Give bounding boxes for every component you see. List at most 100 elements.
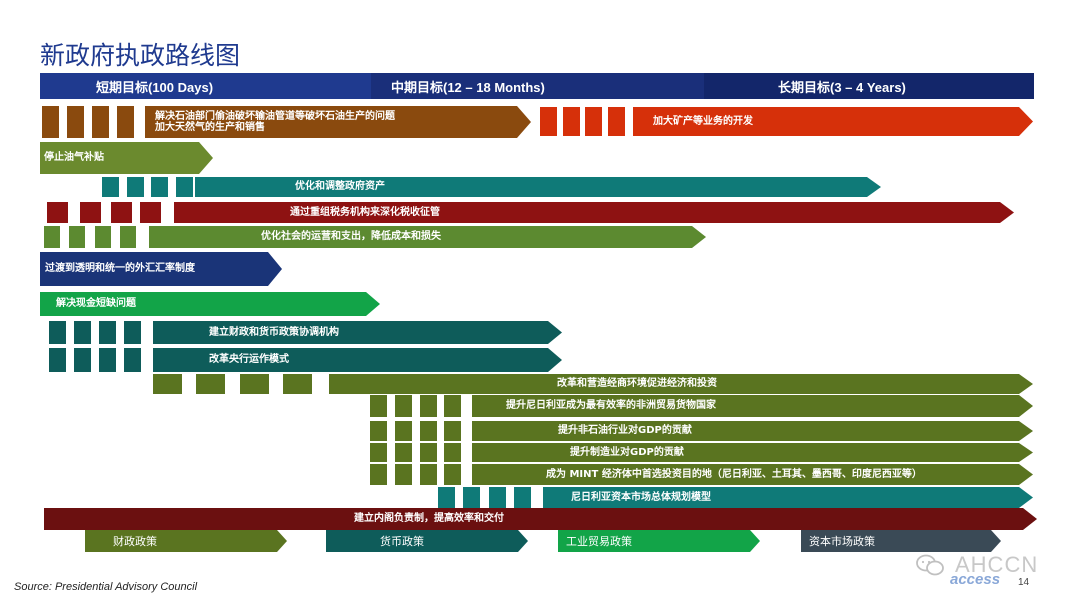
policy-category-label: 工业贸易政策 bbox=[566, 535, 632, 548]
business-environment-initiative-milestone-3 bbox=[240, 374, 269, 394]
mining-initiative-milestone-4 bbox=[608, 107, 625, 136]
central-bank-reform-initiative-milestone-3 bbox=[99, 348, 116, 372]
mint-investment-initiative-milestone-3 bbox=[420, 464, 437, 485]
policy-coordination-initiative-milestone-2 bbox=[74, 321, 91, 344]
manufacturing-gdp-initiative-milestone-1 bbox=[370, 443, 387, 462]
trade-efficiency-initiative-milestone-4 bbox=[444, 395, 461, 417]
policy-category-2: 货币政策 bbox=[326, 530, 528, 552]
policy-coordination-initiative-label: 建立财政和货币政策协调机构 bbox=[209, 326, 339, 338]
tax-reform-initiative-milestone-3 bbox=[111, 202, 132, 223]
trade-efficiency-initiative-label: 提升尼日利亚成为最有效率的非洲贸易货物国家 bbox=[506, 400, 716, 412]
manufacturing-gdp-initiative-milestone-2 bbox=[395, 443, 412, 462]
wechat-icon bbox=[916, 554, 944, 576]
source-note: Source: Presidential Advisory Council bbox=[14, 581, 198, 593]
page-title: 新政府执政路线图 bbox=[40, 41, 241, 70]
capital-market-initiative-milestone-3 bbox=[489, 487, 506, 508]
phase-long-term: 长期目标(3 – 4 Years) bbox=[704, 73, 1034, 99]
trade-efficiency-initiative-milestone-3 bbox=[420, 395, 437, 417]
central-bank-reform-initiative-label: 改革央行运作模式 bbox=[209, 354, 289, 366]
mining-initiative-label: 加大矿产等业务的开发 bbox=[653, 115, 753, 127]
phase-mid-term: 中期目标(12 – 18 Months) bbox=[371, 73, 704, 99]
capital-market-initiative-milestone-1 bbox=[438, 487, 455, 508]
watermark-text: AHCCN bbox=[955, 552, 1039, 577]
policy-coordination-initiative-milestone-4 bbox=[124, 321, 141, 344]
central-bank-reform-initiative-milestone-1 bbox=[49, 348, 66, 372]
policy-category-3: 工业贸易政策 bbox=[558, 530, 760, 552]
non-oil-gdp-initiative-milestone-1 bbox=[370, 421, 387, 441]
business-environment-initiative-milestone-1 bbox=[153, 374, 182, 394]
mint-investment-initiative-milestone-2 bbox=[395, 464, 412, 485]
oil-theft-initiative-milestone-3 bbox=[92, 106, 109, 138]
mining-initiative-milestone-3 bbox=[585, 107, 602, 136]
manufacturing-gdp-initiative-milestone-3 bbox=[420, 443, 437, 462]
trade-efficiency-initiative-milestone-1 bbox=[370, 395, 387, 417]
mining-initiative-milestone-1 bbox=[540, 107, 557, 136]
non-oil-gdp-initiative-milestone-3 bbox=[420, 421, 437, 441]
social-spending-initiative-milestone-2 bbox=[69, 226, 85, 248]
social-spending-initiative-label: 优化社会的运营和支出，降低成本和损失 bbox=[261, 231, 441, 243]
mint-investment-initiative-milestone-1 bbox=[370, 464, 387, 485]
mint-investment-initiative-bar: 成为 MINT 经济体中首选投资目的地（尼日利亚、土耳其、墨西哥、印度尼西亚等） bbox=[472, 464, 1033, 485]
manufacturing-gdp-initiative-bar: 提升制造业对GDP的贡献 bbox=[472, 443, 1033, 462]
social-spending-initiative-milestone-4 bbox=[120, 226, 136, 248]
non-oil-gdp-initiative-milestone-2 bbox=[395, 421, 412, 441]
mining-initiative-bar: 加大矿产等业务的开发 bbox=[633, 107, 1033, 136]
government-assets-initiative-milestone-4 bbox=[176, 177, 193, 197]
access-logo-text: access bbox=[950, 571, 1001, 588]
subsidy-initiative-label: 停止油气补贴 bbox=[44, 152, 104, 164]
government-assets-initiative-milestone-3 bbox=[151, 177, 168, 197]
subsidy-initiative-bar: 停止油气补贴 bbox=[40, 142, 213, 174]
social-spending-initiative-milestone-3 bbox=[95, 226, 111, 248]
non-oil-gdp-initiative-bar: 提升非石油行业对GDP的贡献 bbox=[472, 421, 1033, 441]
policy-category-label: 货币政策 bbox=[380, 535, 424, 548]
policy-category-label: 财政政策 bbox=[113, 535, 157, 548]
tax-reform-initiative-milestone-2 bbox=[80, 202, 101, 223]
central-bank-reform-initiative-milestone-2 bbox=[74, 348, 91, 372]
cash-shortage-initiative-label: 解决现金短缺问题 bbox=[56, 298, 136, 310]
non-oil-gdp-initiative-milestone-4 bbox=[444, 421, 461, 441]
cabinet-accountability-initiative-label: 建立内阁负责制，提高效率和交付 bbox=[354, 513, 504, 525]
government-assets-initiative-label: 优化和调整政府资产 bbox=[295, 181, 385, 193]
cash-shortage-initiative-bar: 解决现金短缺问题 bbox=[40, 292, 380, 316]
capital-market-initiative-label: 尼日利亚资本市场总体规划模型 bbox=[571, 491, 711, 503]
capital-market-initiative-milestone-2 bbox=[463, 487, 480, 508]
social-spending-initiative-milestone-1 bbox=[44, 226, 60, 248]
government-assets-initiative-bar: 优化和调整政府资产 bbox=[195, 177, 881, 197]
central-bank-reform-initiative-milestone-4 bbox=[124, 348, 141, 372]
fx-regime-initiative-bar: 过渡到透明和统一的外汇汇率制度 bbox=[40, 252, 282, 286]
fx-regime-initiative-label: 过渡到透明和统一的外汇汇率制度 bbox=[45, 263, 195, 275]
manufacturing-gdp-initiative-milestone-4 bbox=[444, 443, 461, 462]
cabinet-accountability-initiative-bar: 建立内阁负责制，提高效率和交付 bbox=[44, 508, 1037, 530]
phase-short-term: 短期目标(100 Days) bbox=[40, 73, 371, 99]
trade-efficiency-initiative-bar: 提升尼日利亚成为最有效率的非洲贸易货物国家 bbox=[472, 395, 1033, 417]
capital-market-initiative-bar: 尼日利亚资本市场总体规划模型 bbox=[543, 487, 1033, 508]
policy-coordination-initiative-milestone-1 bbox=[49, 321, 66, 344]
policy-category-1: 财政政策 bbox=[85, 530, 287, 552]
business-environment-initiative-milestone-2 bbox=[196, 374, 225, 394]
central-bank-reform-initiative-bar: 改革央行运作模式 bbox=[153, 348, 562, 372]
business-environment-initiative-milestone-4 bbox=[283, 374, 312, 394]
page-number: 14 bbox=[1018, 577, 1030, 588]
manufacturing-gdp-initiative-label: 提升制造业对GDP的贡献 bbox=[570, 446, 684, 458]
policy-category-label: 资本市场政策 bbox=[809, 535, 875, 548]
oil-theft-initiative-bar: 解决石油部门偷油破坏输油管道等破坏石油生产的问题加大天然气的生产和销售 bbox=[145, 106, 531, 138]
tax-reform-initiative-milestone-4 bbox=[140, 202, 161, 223]
capital-market-initiative-milestone-4 bbox=[514, 487, 531, 508]
business-environment-initiative-bar: 改革和营造经商环境促进经济和投资 bbox=[329, 374, 1033, 394]
trade-efficiency-initiative-milestone-2 bbox=[395, 395, 412, 417]
social-spending-initiative-bar: 优化社会的运营和支出，降低成本和损失 bbox=[149, 226, 706, 248]
policy-category-4: 资本市场政策 bbox=[801, 530, 1001, 552]
policy-coordination-initiative-milestone-3 bbox=[99, 321, 116, 344]
policy-coordination-initiative-bar: 建立财政和货币政策协调机构 bbox=[153, 321, 562, 344]
mint-investment-initiative-milestone-4 bbox=[444, 464, 461, 485]
oil-theft-initiative-milestone-4 bbox=[117, 106, 134, 138]
mint-investment-initiative-label: 成为 MINT 经济体中首选投资目的地（尼日利亚、土耳其、墨西哥、印度尼西亚等） bbox=[546, 468, 922, 480]
mining-initiative-milestone-2 bbox=[563, 107, 580, 136]
oil-theft-initiative-milestone-2 bbox=[67, 106, 84, 138]
oil-theft-initiative-milestone-1 bbox=[42, 106, 59, 138]
oil-theft-initiative-sublabel: 加大天然气的生产和销售 bbox=[155, 122, 265, 133]
business-environment-initiative-label: 改革和营造经商环境促进经济和投资 bbox=[557, 378, 717, 390]
tax-reform-initiative-label: 通过重组税务机构来深化税收征管 bbox=[290, 206, 440, 218]
government-assets-initiative-milestone-2 bbox=[127, 177, 144, 197]
